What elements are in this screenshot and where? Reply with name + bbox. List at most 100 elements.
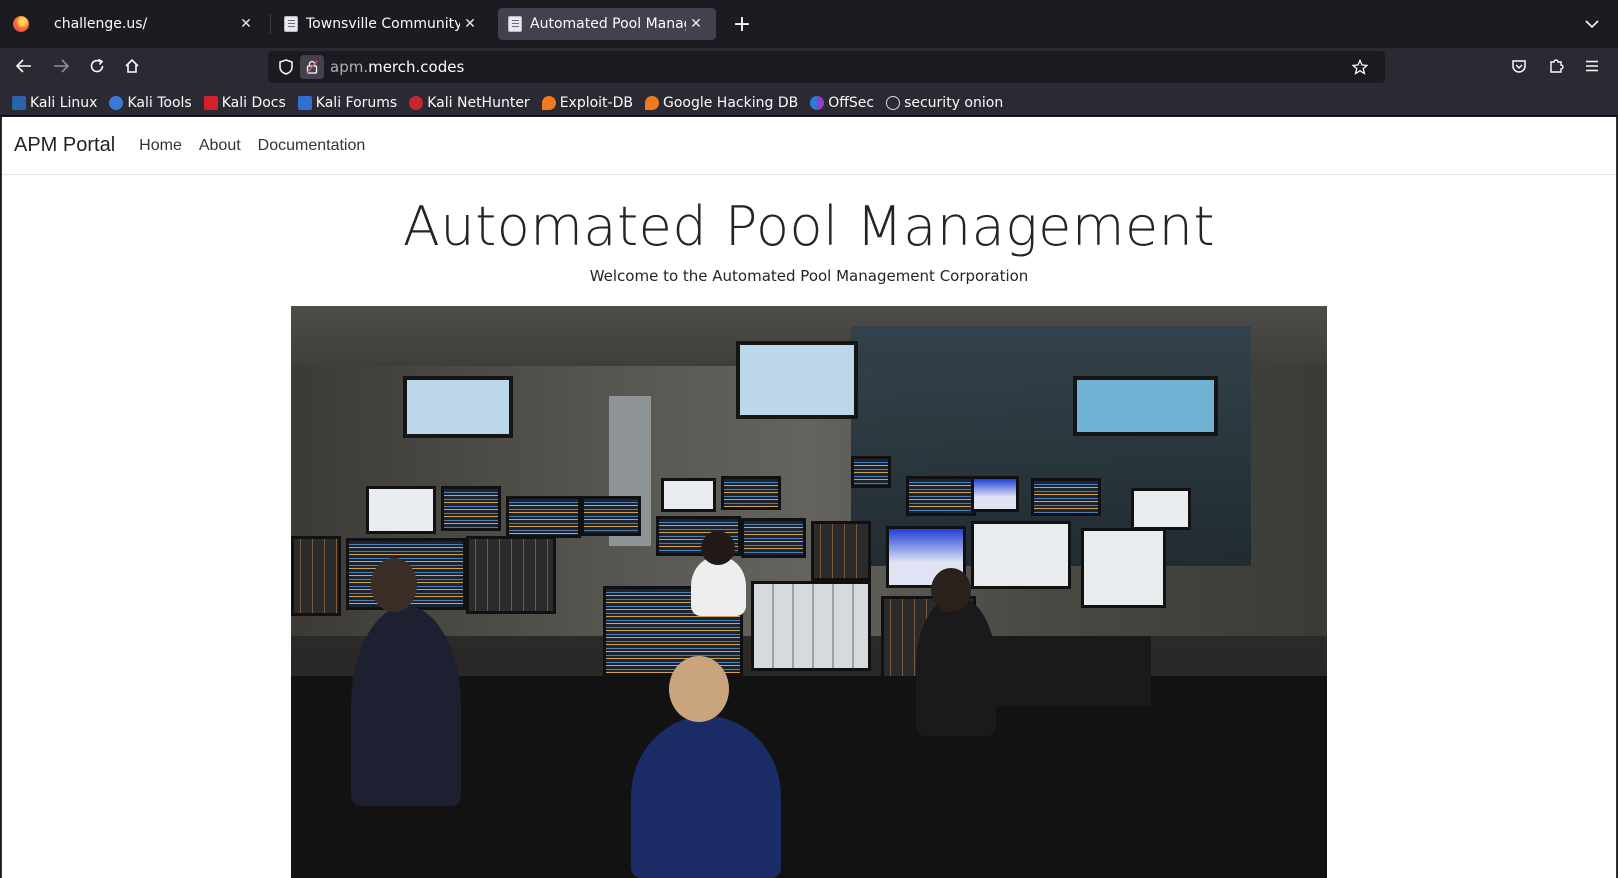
bookmark-label: Kali Linux: [30, 94, 98, 111]
home-icon: [125, 58, 139, 73]
monitor: [466, 536, 556, 614]
arrow-right-icon: [54, 59, 69, 73]
url-domain: merch.codes: [368, 58, 465, 76]
monitor: [971, 521, 1071, 589]
monitor: [366, 486, 436, 534]
new-tab-button[interactable]: +: [732, 11, 752, 37]
kali-docs-icon: [203, 95, 218, 110]
nav-link-documentation[interactable]: Documentation: [257, 136, 366, 154]
monitor: [291, 536, 341, 616]
bookmark-offsec[interactable]: OffSec: [810, 95, 874, 111]
bookmark-label: Google Hacking DB: [662, 94, 799, 111]
bookmark-kali-nethunter[interactable]: Kali NetHunter: [409, 94, 530, 111]
hamburger-menu-icon: [1586, 60, 1598, 72]
monitor: [751, 581, 871, 671]
back-button[interactable]: [10, 52, 38, 80]
monitor: [906, 476, 976, 516]
monitor: [741, 518, 806, 558]
operator: [691, 556, 746, 616]
tab-challenge[interactable]: challenge.us/ ✕: [44, 8, 266, 40]
url-subdomain: apm.: [330, 58, 369, 76]
tab-separator: [270, 14, 271, 34]
lock-icon[interactable]: [300, 55, 324, 79]
list-all-tabs-button[interactable]: [1580, 12, 1604, 36]
operator-head: [371, 558, 417, 612]
tab-apm[interactable]: Automated Pool Manager ✕: [498, 8, 716, 40]
bookmark-star-icon[interactable]: [1348, 55, 1372, 79]
extensions-button[interactable]: [1542, 52, 1570, 80]
bookmark-label: security onion: [904, 94, 1004, 111]
bookmark-kali-linux[interactable]: Kali Linux: [12, 95, 97, 111]
bookmarks-toolbar: Kali Linux Kali Tools Kali Docs Kali For…: [0, 90, 1618, 116]
home-button[interactable]: [118, 52, 146, 80]
url-text[interactable]: apm.merch.codes: [330, 51, 464, 83]
close-icon[interactable]: ✕: [690, 16, 702, 32]
ghdb-icon: [644, 95, 659, 110]
bookmark-kali-tools[interactable]: Kali Tools: [109, 94, 192, 111]
offsec-icon: [810, 95, 825, 110]
document-icon: [284, 16, 298, 32]
bookmark-label: Exploit-DB: [559, 94, 633, 111]
desk: [981, 636, 1151, 706]
pocket-button[interactable]: [1505, 52, 1533, 80]
close-icon[interactable]: ✕: [464, 16, 476, 32]
reload-icon: [90, 58, 104, 73]
tab-strip: challenge.us/ ✕ Townsville Community Po …: [0, 0, 1618, 48]
monitor: [851, 456, 891, 488]
site-brand[interactable]: APM Portal: [14, 134, 116, 156]
monitor: [661, 478, 716, 512]
page-title: Automated Pool Management: [402, 195, 1216, 258]
operator: [631, 716, 781, 878]
bookmark-label: OffSec: [828, 94, 875, 111]
tab-title: Townsville Community Po: [306, 16, 460, 32]
operator: [916, 596, 996, 736]
puzzle-icon: [1550, 59, 1564, 73]
bookmark-label: Kali Forums: [315, 94, 398, 111]
forward-button[interactable]: [47, 52, 75, 80]
bookmark-label: Kali NetHunter: [427, 94, 530, 111]
url-bar[interactable]: apm.merch.codes: [268, 51, 1385, 83]
monitor: [721, 476, 781, 510]
monitor: [441, 486, 501, 531]
bookmark-label: Kali Tools: [127, 94, 192, 111]
control-room-photo: [291, 306, 1327, 878]
web-page: APM Portal Home About Documentation Auto…: [1, 117, 1617, 878]
nav-link-home[interactable]: Home: [139, 136, 182, 154]
shield-icon[interactable]: [274, 55, 298, 79]
nav-link-about[interactable]: About: [198, 136, 241, 154]
tab-townsville[interactable]: Townsville Community Po ✕: [274, 8, 490, 40]
bookmark-label: Kali Docs: [221, 94, 286, 111]
firefox-icon[interactable]: [0, 0, 42, 48]
operator-head: [701, 531, 735, 565]
kali-dragon-icon: [12, 95, 26, 110]
bookmark-kali-docs[interactable]: Kali Docs: [203, 94, 286, 111]
operator-head: [931, 568, 971, 612]
monitor: [811, 521, 871, 581]
tab-title: Automated Pool Manager: [530, 16, 686, 32]
kali-forums-icon: [297, 95, 312, 110]
operator: [351, 606, 461, 806]
globe-icon: [886, 95, 901, 110]
monitor: [506, 496, 581, 538]
bookmark-exploit-db[interactable]: Exploit-DB: [541, 94, 633, 111]
monitor: [581, 496, 641, 536]
arrow-left-icon: [16, 59, 31, 73]
page-subtitle: Welcome to the Automated Pool Management…: [589, 267, 1029, 285]
monitor: [1131, 488, 1191, 530]
nethunter-icon: [409, 95, 424, 110]
app-menu-button[interactable]: [1578, 52, 1606, 80]
close-icon[interactable]: ✕: [240, 16, 252, 32]
wall-tv: [736, 341, 858, 419]
bookmark-kali-forums[interactable]: Kali Forums: [297, 94, 398, 111]
kali-tools-icon: [109, 95, 124, 110]
exploit-db-icon: [541, 95, 556, 110]
bookmark-security-onion[interactable]: security onion: [886, 95, 1003, 111]
pocket-icon: [1512, 59, 1526, 73]
wall-tv: [403, 376, 513, 438]
document-icon: [508, 16, 522, 32]
reload-button[interactable]: [83, 52, 111, 80]
bookmark-google-hacking-db[interactable]: Google Hacking DB: [644, 94, 799, 111]
monitor: [1031, 478, 1101, 516]
monitor: [1081, 528, 1166, 608]
desk: [291, 676, 1327, 878]
